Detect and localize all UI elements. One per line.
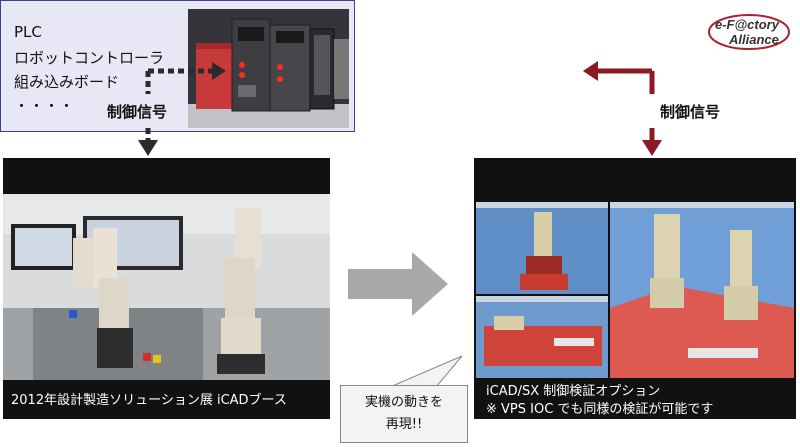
e-factory-alliance-logo: e-F@ctory Alliance bbox=[707, 12, 792, 52]
center-transfer-arrow bbox=[348, 252, 448, 316]
simulation-screenshot bbox=[474, 158, 796, 419]
right-signal-label: 制御信号 bbox=[660, 103, 721, 121]
logo-text-alliance: Alliance bbox=[728, 32, 779, 47]
callout-bubble: 実機の動きを 再現!! bbox=[340, 385, 468, 443]
device-list-box: PLC ロボットコントローラ 組み込みボード ・・・・ bbox=[0, 0, 355, 132]
simulation-screenshot-panel: iCAD/SX 制御検証オプション ※ VPS IOC でも同様の検証が可能です bbox=[474, 158, 796, 419]
device-line-plc: PLC bbox=[14, 23, 42, 41]
exhibition-photo-panel: 2012年設計製造ソリューション展 iCADブース bbox=[3, 158, 330, 419]
device-line-embedded-board: 組み込みボード bbox=[14, 73, 120, 91]
callout-line1: 実機の動きを bbox=[364, 395, 443, 410]
callout-line2: 再現!! bbox=[385, 417, 423, 432]
plc-photo bbox=[188, 9, 349, 128]
left-signal-arrow bbox=[138, 62, 226, 156]
right-signal-arrow bbox=[583, 61, 662, 156]
exhibition-caption: 2012年設計製造ソリューション展 iCADブース bbox=[11, 393, 287, 408]
logo-text-efactory: e-F@ctory bbox=[715, 17, 780, 32]
left-signal-label: 制御信号 bbox=[107, 103, 168, 121]
exhibition-photo bbox=[3, 158, 330, 419]
simulation-caption-line1: iCAD/SX 制御検証オプション bbox=[486, 384, 661, 399]
device-line-etc: ・・・・ bbox=[14, 97, 75, 115]
simulation-caption-line2: ※ VPS IOC でも同様の検証が可能です bbox=[486, 402, 714, 417]
device-line-robot-controller: ロボットコントローラ bbox=[14, 49, 165, 67]
